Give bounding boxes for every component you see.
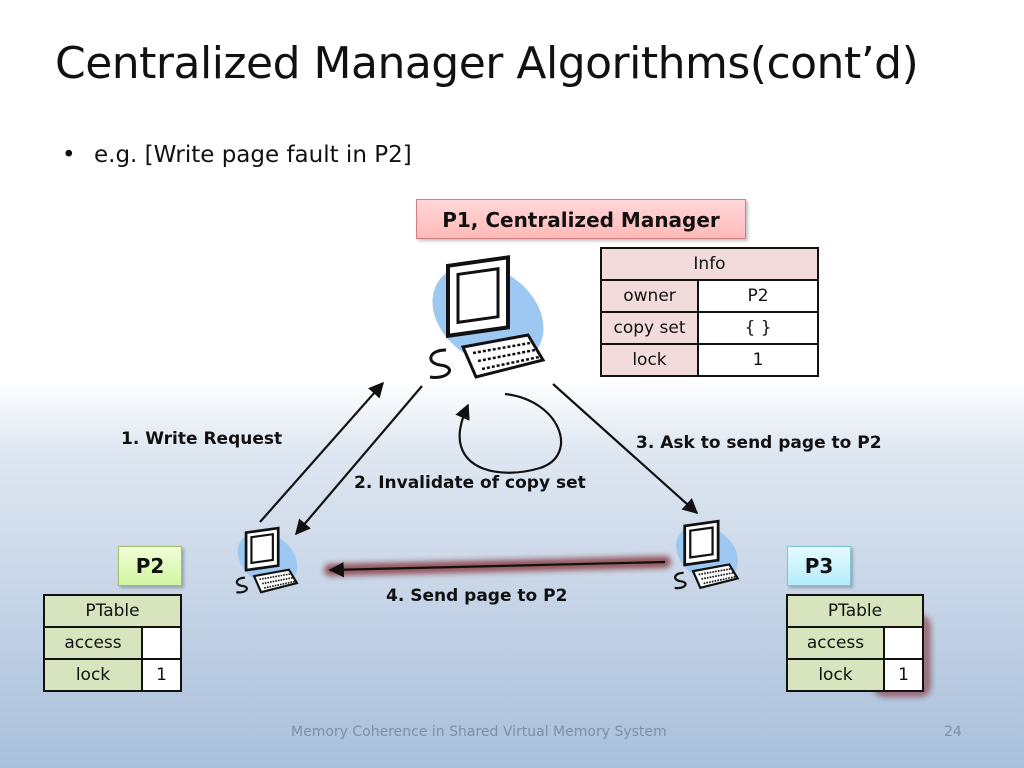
table-row: copy set { } xyxy=(600,311,819,345)
ptable-key-lock: lock xyxy=(786,658,885,692)
table-row: access xyxy=(786,626,924,660)
ptable-value-access xyxy=(141,626,182,660)
table-row: lock 1 xyxy=(43,658,182,692)
ask-send-arrow xyxy=(552,383,699,515)
computer-icon xyxy=(429,255,546,379)
page-number: 24 xyxy=(944,724,962,740)
computer-icon xyxy=(235,526,299,594)
ptable-key-lock: lock xyxy=(43,658,143,692)
slide-title: Centralized Manager Algorithms(cont’d) xyxy=(55,38,919,89)
info-table-header: Info xyxy=(600,247,819,281)
computer-icon xyxy=(674,519,740,590)
table-row: lock 1 xyxy=(600,343,819,377)
info-key-lock: lock xyxy=(600,343,699,377)
p3-page-table: PTable access lock 1 xyxy=(786,594,924,692)
ptable-value-lock: 1 xyxy=(883,658,924,692)
step3-label: 3. Ask to send page to P2 xyxy=(636,433,882,453)
table-row: access xyxy=(43,626,182,660)
table-row: lock 1 xyxy=(786,658,924,692)
ptable-header: PTable xyxy=(786,594,924,628)
info-key-copy-set: copy set xyxy=(600,311,699,345)
ptable-key-access: access xyxy=(786,626,885,660)
table-row: owner P2 xyxy=(600,279,819,313)
info-value-copy-set: { } xyxy=(697,311,819,345)
bullet-text: e.g. [Write page fault in P2] xyxy=(94,142,412,168)
manager-to-p2-arrow xyxy=(295,385,423,536)
info-value-owner: P2 xyxy=(697,279,819,313)
bullet-marker: • xyxy=(62,142,76,168)
info-value-lock: 1 xyxy=(697,343,819,377)
bullet-item: • e.g. [Write page fault in P2] xyxy=(62,142,412,168)
info-key-owner: owner xyxy=(600,279,699,313)
p3-label: P3 xyxy=(787,546,851,586)
slide-footer: Memory Coherence in Shared Virtual Memor… xyxy=(291,724,667,740)
send-page-arrow xyxy=(328,560,666,578)
ptable-header: PTable xyxy=(43,594,182,628)
p2-label: P2 xyxy=(118,546,182,586)
step4-label: 4. Send page to P2 xyxy=(386,586,568,606)
ptable-value-lock: 1 xyxy=(141,658,182,692)
manager-info-table: Info owner P2 copy set { } lock 1 xyxy=(600,247,819,377)
ptable-value-access xyxy=(883,626,924,660)
manager-label: P1, Centralized Manager xyxy=(416,199,746,239)
invalidate-loop-arrow xyxy=(455,392,563,474)
write-request-arrow xyxy=(259,381,385,523)
step2-label: 2. Invalidate of copy set xyxy=(354,473,586,493)
ptable-key-access: access xyxy=(43,626,143,660)
step1-label: 1. Write Request xyxy=(121,429,283,449)
p2-page-table: PTable access lock 1 xyxy=(43,594,182,692)
